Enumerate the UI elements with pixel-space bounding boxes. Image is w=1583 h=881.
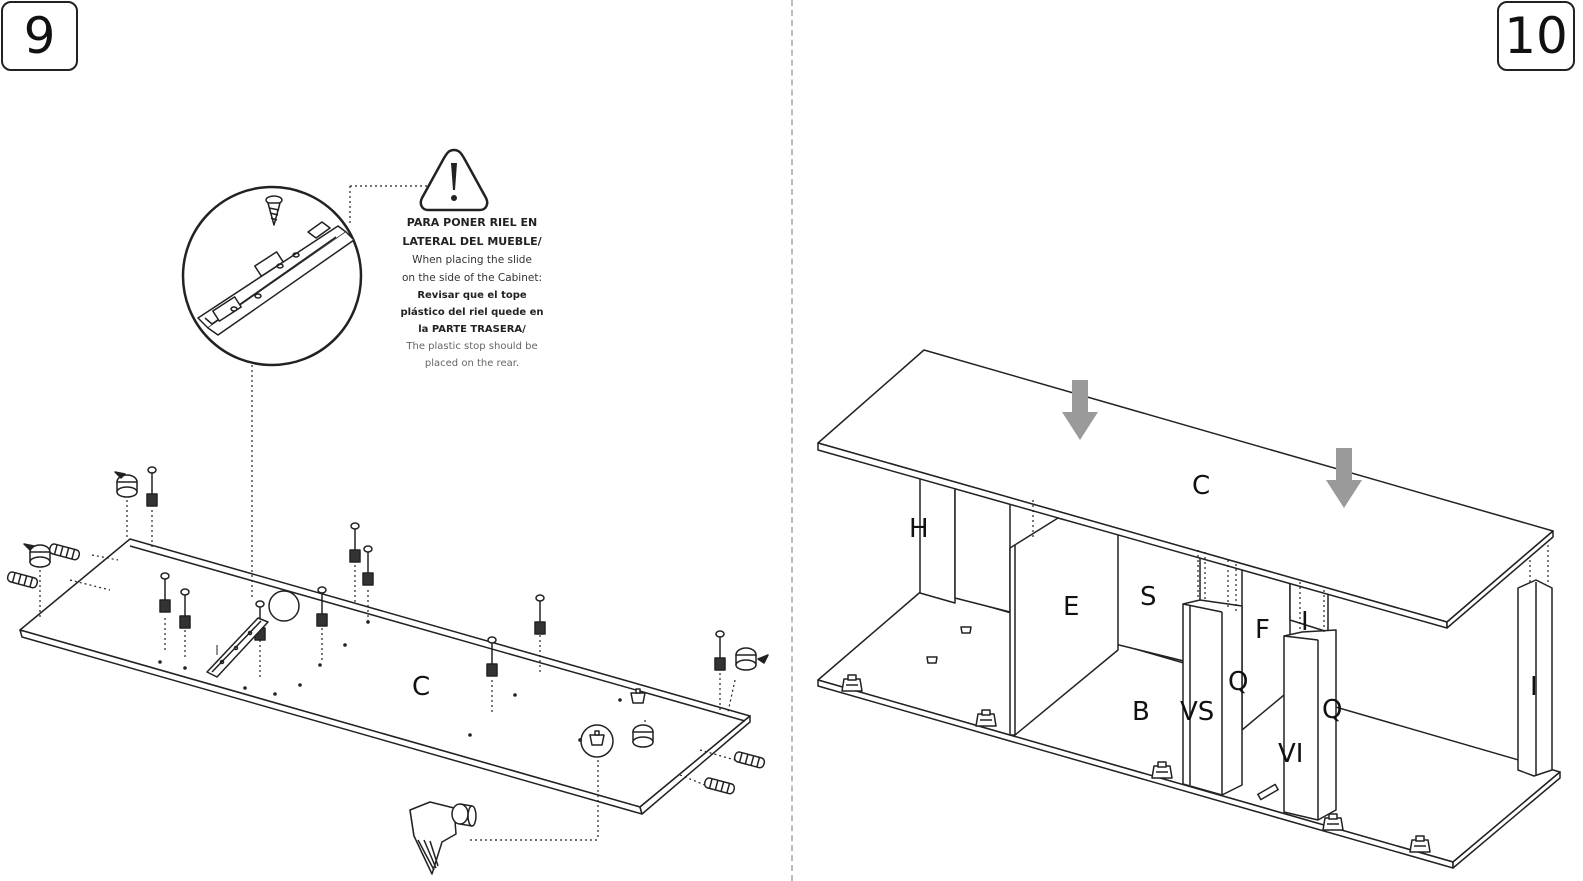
panel-label-i-right: I	[1530, 672, 1538, 702]
panel-label-i-mid: I	[1301, 607, 1309, 637]
dotted-guides	[39, 185, 736, 841]
step-number-text: 10	[1504, 7, 1568, 65]
panel-label-c: C	[1192, 471, 1210, 501]
panel-label-c-step9: C	[412, 672, 430, 702]
warning-heading-es-line1: PARA PONER RIEL EN	[406, 216, 538, 229]
warning-heading-en-line2: on the side of the Cabinet:	[402, 272, 542, 284]
step10-panel-vi	[1283, 629, 1337, 821]
step9-cam-bolts	[146, 466, 726, 677]
hinge-icons	[841, 626, 1431, 853]
warning-note: PARA PONER RIEL EN LATERAL DEL MUEBLE/ W…	[372, 213, 572, 372]
step-number-9: 9	[1, 1, 78, 71]
warning-heading-en-line1: When placing the slide	[412, 254, 532, 266]
panel-letters: C C H E S F I Q B VS Q VI I	[412, 471, 1538, 769]
panel-label-b: B	[1132, 697, 1150, 727]
panel-label-s: S	[1140, 582, 1157, 612]
warning-check-es-line2: plástico del riel quede en	[400, 307, 544, 318]
panel-label-f: F	[1255, 615, 1270, 645]
warning-check-en-line2: placed on the rear.	[424, 358, 520, 369]
panel-label-vs: VS	[1180, 697, 1214, 727]
step-number-text: 9	[23, 7, 56, 65]
panel-label-h: H	[909, 514, 929, 544]
screw-icon	[265, 195, 283, 226]
panel-label-q-left: Q	[1228, 667, 1248, 697]
furniture-foot-icon	[409, 688, 646, 875]
warning-check-en-line1: The plastic stop should be	[406, 341, 538, 352]
detail-magnifier	[181, 185, 363, 367]
warning-triangle-icon	[419, 148, 489, 212]
step-number-10: 10	[1497, 1, 1575, 71]
step10-top-panel-c	[817, 349, 1554, 629]
warning-heading-es-line2: LATERAL DEL MUEBLE/	[402, 235, 542, 248]
step9-panel-c	[19, 538, 751, 815]
panel-label-q-right: Q	[1322, 695, 1342, 725]
step10-panel-i-right	[1517, 579, 1553, 777]
page-divider	[791, 0, 793, 881]
panel-label-vi: VI	[1278, 739, 1303, 769]
warning-check-es-line1: Revisar que el tope	[417, 290, 527, 301]
warning-check-es-line3: la PARTE TRASERA/	[418, 324, 526, 335]
dowel-icon	[6, 543, 766, 795]
drawer-slide-icon	[206, 590, 300, 678]
panel-label-e: E	[1063, 592, 1079, 622]
cam-lock-icon	[23, 471, 769, 748]
step10-dotted-guides	[1032, 500, 1549, 634]
down-arrow-icon	[1062, 380, 1362, 508]
step10-panel-vs	[1182, 599, 1243, 796]
